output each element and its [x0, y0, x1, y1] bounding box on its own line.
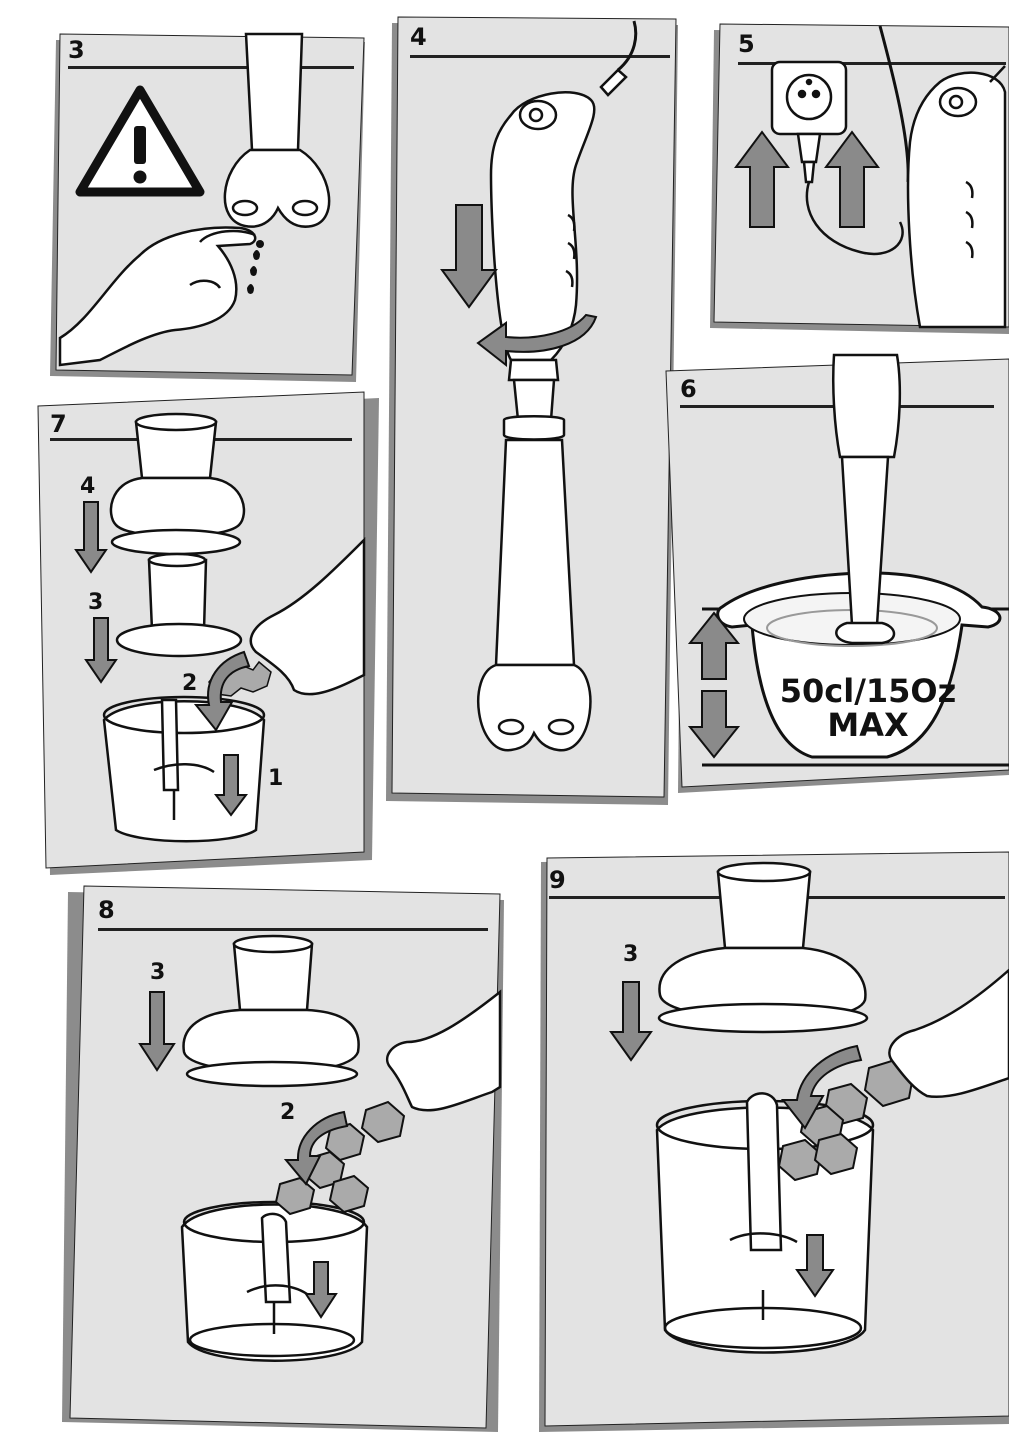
chopper-lid-icon	[659, 863, 867, 1032]
panel-step-8: 8 3 2 1	[62, 882, 504, 1432]
blender-icon	[478, 70, 626, 750]
blender-foot-icon	[225, 34, 329, 227]
panel-step-4: 4	[386, 15, 678, 805]
panel-8-illustration	[62, 882, 504, 1432]
chopper-bowl-icon	[104, 697, 264, 841]
chopper-bowl-icon	[182, 1202, 367, 1361]
blender-icon	[908, 66, 1005, 327]
arrow-down-icon	[442, 205, 496, 307]
panel-step-5: 5	[710, 22, 1009, 334]
panel-step-6: 6 50cl/15Oz MAX	[662, 345, 1009, 795]
chopper-lid-icon	[111, 414, 244, 554]
panel-9-illustration	[535, 850, 1009, 1432]
panel-3-illustration	[50, 30, 365, 385]
hand-icon	[60, 227, 255, 365]
panel-5-illustration	[710, 22, 1009, 334]
power-socket-icon	[772, 62, 846, 134]
panel-step-3: 3	[50, 30, 365, 385]
panel-7-illustration	[34, 390, 379, 875]
max-label: MAX	[770, 709, 966, 743]
drip-drops	[247, 240, 264, 294]
warning-icon	[80, 90, 200, 192]
arrow-down-icon	[690, 691, 738, 757]
capacity-label: 50cl/15Oz MAX	[770, 675, 966, 742]
hand-icon	[889, 970, 1009, 1097]
chopper-lid-icon	[184, 936, 359, 1086]
capacity-value: 50cl/15Oz	[770, 675, 966, 709]
adapter-icon	[117, 554, 241, 656]
hand-icon	[387, 992, 500, 1110]
panel-step-7: 7 4 3 2 1	[34, 390, 379, 875]
panel-step-9: 9 3 1	[535, 850, 1009, 1432]
panel-4-illustration	[386, 15, 678, 805]
